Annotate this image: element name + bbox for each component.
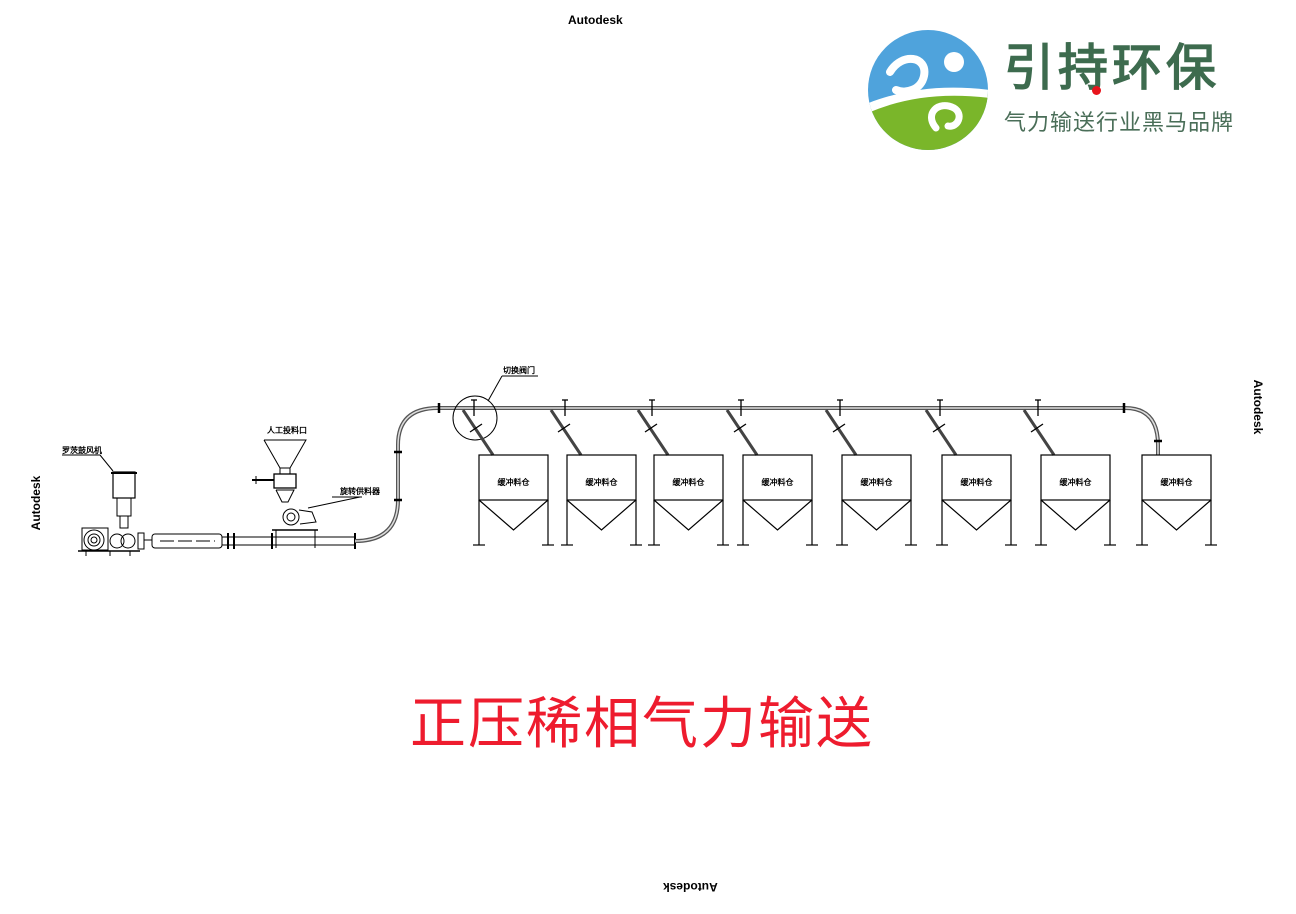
- conveying-pipe: [354, 403, 1162, 543]
- silo-label: 缓冲料仓: [761, 478, 794, 487]
- manual-inlet-label: 人工投料口: [267, 426, 307, 435]
- silo-label: 缓冲料仓: [1059, 478, 1092, 487]
- brand-emblem-icon: [868, 30, 988, 150]
- manual-inlet-hopper: [252, 439, 362, 549]
- silo-label: 缓冲料仓: [960, 478, 993, 487]
- rotary-feeder-label: 旋转供料器: [340, 487, 380, 496]
- watermark-top: Autodesk: [568, 13, 623, 27]
- silo-label: 缓冲料仓: [1160, 478, 1193, 487]
- diagram-title: 正压稀相气力输送: [410, 692, 874, 757]
- buffer-silos: [473, 454, 1217, 546]
- brand-logo: 引持环保 气力输送行业黑马品牌: [866, 28, 1256, 152]
- brand-dot: [1092, 86, 1101, 95]
- silencer: [144, 533, 272, 549]
- roots-blower: [62, 454, 145, 556]
- diverter-valve-label: 切换阀门: [503, 366, 535, 375]
- silo-label: 缓冲料仓: [585, 478, 618, 487]
- silo-label: 缓冲料仓: [860, 478, 893, 487]
- blower-label: 罗茨鼓风机: [62, 446, 102, 455]
- diverter-valve-callout: [452, 375, 538, 441]
- branch-lines: [461, 399, 1056, 456]
- brand-name: 引持环保: [1004, 39, 1220, 97]
- silo-label: 缓冲料仓: [672, 478, 705, 487]
- brand-slogan: 气力输送行业黑马品牌: [1004, 111, 1235, 136]
- silo-label: 缓冲料仓: [497, 478, 530, 487]
